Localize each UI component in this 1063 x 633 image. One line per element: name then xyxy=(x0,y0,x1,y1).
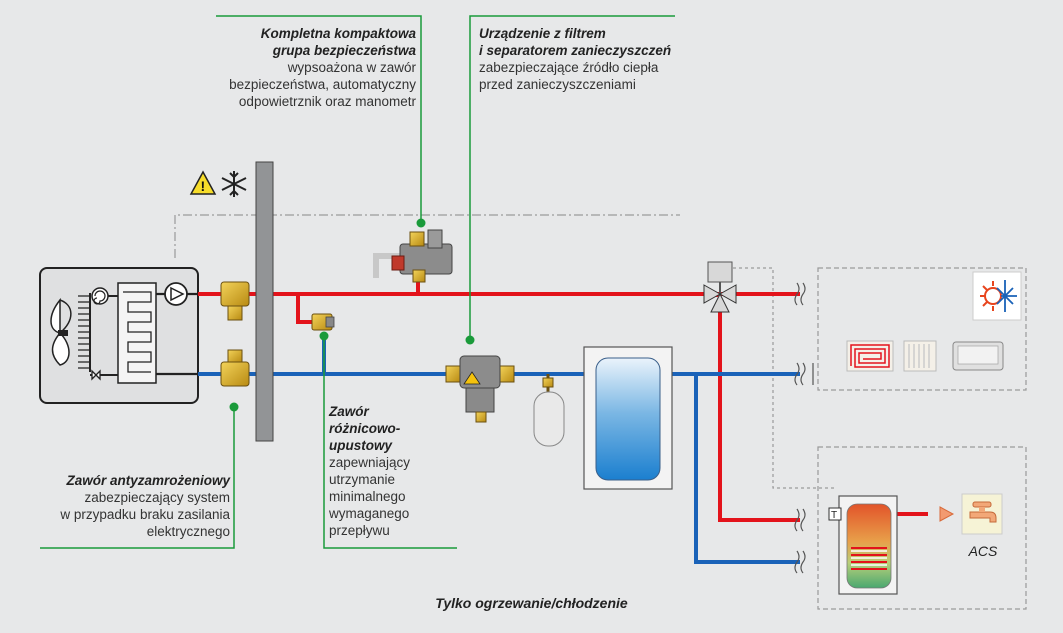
bypass-title-1: Zawór xyxy=(329,404,369,419)
fan-coil-icon xyxy=(952,341,1004,371)
thermostat-label: T xyxy=(831,510,837,521)
pipe-breaks xyxy=(794,282,814,574)
fan-icon xyxy=(50,297,72,366)
signal-line-valve xyxy=(733,267,835,489)
expansion-vessel xyxy=(533,374,565,447)
anti-freeze-title: Zawór antyzamrożeniowy xyxy=(66,473,230,488)
bypass-valve xyxy=(311,313,335,331)
bypass-desc-4: wymaganego xyxy=(329,506,410,521)
callout-bypass: Zawór różnicowo- upustowy zapewniający u… xyxy=(329,403,459,539)
svg-text:!: ! xyxy=(201,178,206,194)
safety-group-title-2: grupa bezpieczeństwa xyxy=(272,43,416,58)
heating-emitters-zone xyxy=(817,267,1027,391)
callout-filter: Urządzenie z filtrem i separatorem zanie… xyxy=(479,25,729,93)
expansion-valve-icon xyxy=(91,369,101,381)
heat-pump-unit xyxy=(39,267,199,404)
filter-title-2: i separatorem zanieczyszczeń xyxy=(479,43,672,58)
bypass-desc-3: minimalnego xyxy=(329,489,406,504)
bypass-desc-5: przepływu xyxy=(329,523,390,538)
filter-desc-2: przed zanieczyszczeniami xyxy=(479,77,636,92)
warning-icon: ! xyxy=(189,170,217,195)
dhw-zone xyxy=(817,446,1027,610)
building-wall xyxy=(255,161,274,442)
anti-freeze-desc-1: zabezpieczający system xyxy=(84,490,230,505)
filter-title-1: Urządzenie z filtrem xyxy=(479,26,606,41)
heating-cooling-icon xyxy=(972,271,1022,321)
anti-freeze-desc-2: w przypadku braku zasilania xyxy=(60,507,230,522)
diagram-caption: Tylko ogrzewanie/chłodzenie xyxy=(435,595,628,611)
heat-exchanger xyxy=(117,282,157,384)
safety-group xyxy=(373,229,453,283)
bypass-title-2: różnicowo- xyxy=(329,421,401,436)
faucet-icon xyxy=(961,493,1003,535)
bypass-desc-2: utrzymanie xyxy=(329,472,396,487)
safety-group-desc-1: wypsoażona w zawór xyxy=(287,60,416,75)
dhw-cylinder xyxy=(828,495,898,595)
control-line xyxy=(174,214,680,258)
anti-freeze-valve-return xyxy=(220,349,250,387)
underfloor-heating-icon xyxy=(846,340,894,372)
anti-freeze-desc-3: elektrycznego xyxy=(146,524,230,539)
callout-dots xyxy=(229,218,475,412)
anti-freeze-valve-supply xyxy=(220,281,250,321)
safety-group-desc-3: odpowietrznik oraz manometr xyxy=(238,94,416,109)
hot-water-arrow-icon xyxy=(939,506,955,522)
filter-desc-1: zabezpieczające źródło ciepła xyxy=(479,60,659,75)
dirt-separator-filter xyxy=(445,355,515,423)
three-way-valve xyxy=(703,261,737,313)
safety-group-desc-2: bezpieczeństwa, automatyczny xyxy=(229,77,416,92)
bypass-title-3: upustowy xyxy=(329,438,392,453)
radiator-icon xyxy=(903,340,937,372)
safety-group-title-1: Kompletna kompaktowa xyxy=(260,26,416,41)
callout-safety-group: Kompletna kompaktowa grupa bezpieczeństw… xyxy=(176,25,416,110)
snowflake-icon xyxy=(221,171,247,197)
callout-lines xyxy=(40,15,675,549)
callout-anti-freeze: Zawór antyzamrożeniowy zabezpieczający s… xyxy=(10,472,230,540)
acs-label: ACS xyxy=(968,543,998,559)
evaporator-coil xyxy=(78,295,90,369)
buffer-tank xyxy=(583,346,673,490)
bypass-desc-1: zapewniający xyxy=(329,455,411,470)
